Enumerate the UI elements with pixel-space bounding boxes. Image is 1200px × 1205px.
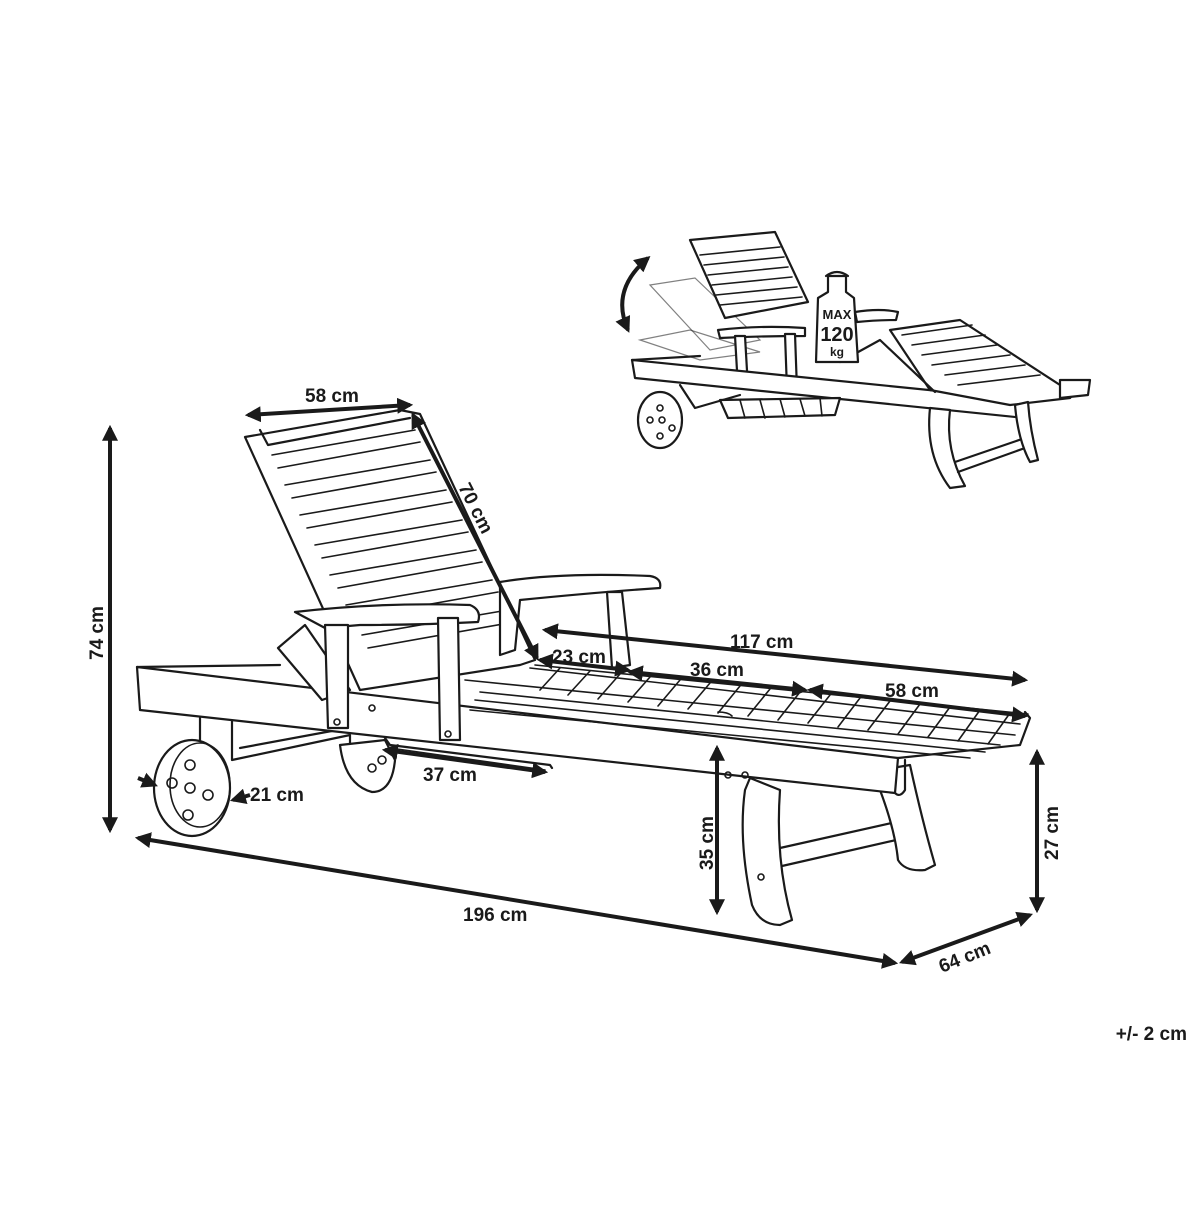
inset-lounger-drawing: MAX 120 kg	[615, 230, 1092, 490]
label-backrest-width: 58 cm	[305, 386, 359, 407]
label-total-height: 74 cm	[87, 606, 108, 660]
weight-badge-max: MAX	[823, 307, 852, 322]
recline-arrow-icon	[615, 255, 651, 333]
weight-badge-value: 120	[820, 324, 853, 346]
weight-icon	[814, 270, 860, 364]
label-seat-section-c: 58 cm	[885, 681, 939, 702]
label-tray-length: 37 cm	[423, 765, 477, 786]
label-foot-height: 27 cm	[1042, 806, 1063, 860]
weight-badge-unit: kg	[830, 345, 844, 359]
label-total-width: 64 cm	[936, 938, 994, 978]
dimension-lines	[102, 397, 1045, 969]
label-total-length: 196 cm	[463, 905, 527, 926]
label-seat-section-b: 36 cm	[690, 660, 744, 681]
label-seat-section-a: 23 cm	[552, 647, 606, 668]
tolerance-note: +/- 2 cm	[1116, 1024, 1187, 1045]
label-seat-height: 35 cm	[697, 816, 718, 870]
label-wheel-diameter: 21 cm	[250, 785, 304, 806]
label-seat-overall-length: 117 cm	[730, 632, 793, 653]
